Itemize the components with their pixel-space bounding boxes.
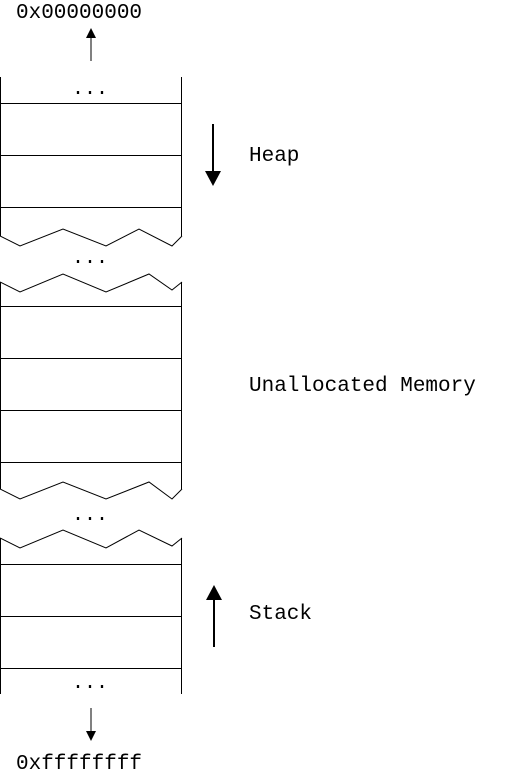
bottom-address-label: 0xffffffff — [16, 753, 142, 770]
heap-region — [0, 77, 183, 247]
heap-torn-edge — [0, 228, 183, 247]
heap-down-arrow-icon — [205, 124, 221, 186]
stack-top-torn-edge — [0, 529, 183, 549]
top-address-label: 0x00000000 — [16, 2, 142, 25]
unallocated-memory-label: Unallocated Memory — [249, 375, 476, 398]
unallocated-bottom-torn-edge — [0, 481, 183, 500]
bottom-ellipsis: ... — [72, 672, 108, 695]
unallocated-top-torn-edge — [0, 273, 183, 293]
up-arrow-icon — [86, 28, 96, 61]
heap-label: Heap — [249, 145, 299, 168]
unallocated-region — [0, 273, 183, 500]
ellipsis-after-unallocated: ... — [72, 504, 108, 527]
down-arrow-icon — [86, 708, 96, 741]
stack-up-arrow-icon — [206, 585, 222, 647]
top-ellipsis: ... — [72, 78, 108, 101]
stack-label: Stack — [249, 603, 312, 626]
ellipsis-after-heap: ... — [72, 247, 108, 270]
stack-region — [0, 529, 183, 694]
